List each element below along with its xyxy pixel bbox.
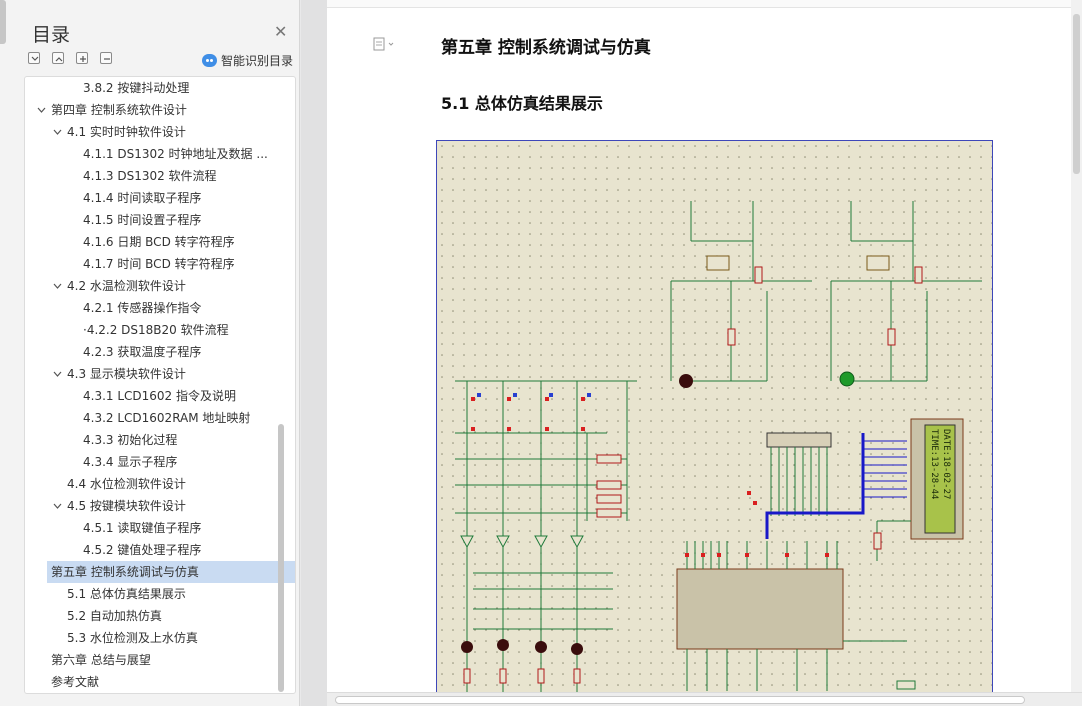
toc-item-label: 4.1.3 DS1302 软件流程 (83, 169, 217, 183)
toc-item-label: 5.3 水位检测及上水仿真 (67, 631, 198, 645)
toc-item-label: 4.3.3 初始化过程 (83, 433, 178, 447)
toc-item-label: 5.2 自动加热仿真 (67, 609, 162, 623)
toc-item[interactable]: 4.3.2 LCD1602RAM 地址映射 (25, 407, 277, 429)
toc-item[interactable]: 第四章 控制系统软件设计 (25, 99, 277, 121)
toc-item-label: 4.4 水位检测软件设计 (67, 477, 186, 491)
toc-item-label: 4.1.7 时间 BCD 转字符程序 (83, 257, 235, 271)
horizontal-scrollbar[interactable] (327, 692, 1082, 706)
toc-item[interactable]: 4.1.6 日期 BCD 转字符程序 (25, 231, 277, 253)
toc-list: 3.8.2 按键抖动处理第四章 控制系统软件设计 4.1 实时时钟软件设计 4.1.… (24, 76, 296, 694)
horizontal-scrollbar-thumb[interactable] (335, 696, 1025, 704)
toc-item-label: ·4.2.2 DS18B20 软件流程 (83, 323, 229, 337)
toc-item[interactable]: 第六章 总结与展望 (25, 649, 277, 671)
toc-item[interactable]: 4.1 实时时钟软件设计 (25, 121, 277, 143)
expand-level-button[interactable] (52, 52, 64, 64)
toc-item[interactable]: 4.3.3 初始化过程 (25, 429, 277, 451)
toc-item-label: 第六章 总结与展望 (51, 653, 151, 667)
toc-item-label: 4.1.5 时间设置子程序 (83, 213, 202, 227)
toc-item-label: 4.1.1 DS1302 时钟地址及数据 ... (83, 147, 268, 161)
toc-item[interactable]: 4.2 水温检测软件设计 (25, 275, 277, 297)
chevron-down-icon[interactable] (53, 370, 62, 379)
toc-item[interactable]: 4.1.5 时间设置子程序 (25, 209, 277, 231)
page-icon[interactable] (373, 36, 397, 55)
vertical-scrollbar[interactable] (1071, 0, 1082, 692)
toc-item[interactable]: 3.8.2 按键抖动处理 (25, 77, 277, 99)
toc-item[interactable]: 4.1.4 时间读取子程序 (25, 187, 277, 209)
chapter-heading: 第五章 控制系统调试与仿真 (441, 38, 651, 58)
toc-item[interactable]: 4.4 水位检测软件设计 (25, 473, 277, 495)
toc-item-label: 4.2 水温检测软件设计 (67, 279, 186, 293)
smart-toc-label: 智能识别目录 (221, 54, 294, 68)
expand-all-button[interactable] (76, 52, 88, 64)
chevron-down-icon[interactable] (37, 106, 46, 115)
toc-item-label: 4.3.1 LCD1602 指令及说明 (83, 389, 237, 403)
toc-item[interactable]: 4.1.3 DS1302 软件流程 (25, 165, 277, 187)
chevron-up-icon (55, 57, 63, 62)
collapse-all-button[interactable] (100, 52, 112, 64)
toc-item[interactable]: 5.1 总体仿真结果展示 (25, 583, 277, 605)
robot-icon (202, 54, 217, 67)
toc-item[interactable]: 4.5 按键模块软件设计 (25, 495, 277, 517)
toc-item[interactable]: 4.1.7 时间 BCD 转字符程序 (25, 253, 277, 275)
toc-item[interactable]: 4.3.4 显示子程序 (25, 451, 277, 473)
toc-item-label: 4.1.4 时间读取子程序 (83, 191, 202, 205)
smart-toc-button[interactable]: 智能识别目录 (202, 52, 293, 69)
toc-item-label: 4.5.2 键值处理子程序 (83, 543, 202, 557)
toc-item[interactable]: 4.1.1 DS1302 时钟地址及数据 ... (25, 143, 277, 165)
toc-item[interactable]: 第五章 控制系统调试与仿真 (47, 561, 295, 583)
vertical-scrollbar-thumb[interactable] (1073, 14, 1080, 174)
toc-item[interactable]: ·4.2.2 DS18B20 软件流程 (25, 319, 277, 341)
toc-item-label: 第四章 控制系统软件设计 (51, 103, 187, 117)
toc-item[interactable]: 4.5.1 读取键值子程序 (25, 517, 277, 539)
toc-item[interactable]: 5.3 水位检测及上水仿真 (25, 627, 277, 649)
collapse-level-button[interactable] (28, 52, 40, 64)
toc-title: 目录 (32, 24, 71, 46)
chevron-down-icon[interactable] (53, 282, 62, 291)
toc-item-label: 4.1 实时时钟软件设计 (67, 125, 186, 139)
schematic-image: TIME:13-28-44 DATE:18-02-27 (436, 140, 993, 696)
toc-item[interactable]: 4.2.1 传感器操作指令 (25, 297, 277, 319)
toc-item-label: 第五章 控制系统调试与仿真 (51, 565, 199, 579)
toc-item[interactable]: 5.2 自动加热仿真 (25, 605, 277, 627)
plus-square-icon (80, 56, 86, 62)
document-page-top (327, 0, 1071, 8)
toc-item-label: 4.3.4 显示子程序 (83, 455, 178, 469)
close-icon[interactable]: ✕ (274, 22, 288, 41)
lcd-line-1: TIME:13-28-44 (929, 429, 939, 499)
chevron-down-icon[interactable] (53, 128, 62, 137)
chevron-down-icon (31, 56, 39, 61)
section-heading: 5.1 总体仿真结果展示 (441, 94, 603, 113)
document-gutter (301, 0, 327, 706)
toc-item[interactable]: 4.3.1 LCD1602 指令及说明 (25, 385, 277, 407)
toc-panel-scrollbar[interactable] (0, 0, 6, 44)
toc-item-label: 参考文献 (51, 675, 100, 689)
minus-square-icon (104, 58, 110, 60)
toc-item[interactable]: 参考文献 (25, 671, 277, 693)
toc-item[interactable]: 4.2.3 获取温度子程序 (25, 341, 277, 363)
toc-item-label: 4.1.6 日期 BCD 转字符程序 (83, 235, 235, 249)
toc-item-label: 3.8.2 按键抖动处理 (83, 81, 190, 95)
toc-item-label: 4.2.3 获取温度子程序 (83, 345, 202, 359)
toc-panel: 目录 ✕ 智能识别目录 3.8.2 按键抖动处理第四章 控制系统软件设计 4.1 … (0, 0, 300, 706)
toc-item-label: 4.3.2 LCD1602RAM 地址映射 (83, 411, 251, 425)
toc-item[interactable]: 4.3 显示模块软件设计 (25, 363, 277, 385)
toc-item-label: 4.5 按键模块软件设计 (67, 499, 186, 513)
toc-list-scrollbar[interactable] (278, 424, 284, 692)
toc-item-label: 4.2.1 传感器操作指令 (83, 301, 202, 315)
circuit-schematic: TIME:13-28-44 DATE:18-02-27 (437, 141, 992, 695)
toc-item-label: 4.5.1 读取键值子程序 (83, 521, 202, 535)
toc-item-label: 4.3 显示模块软件设计 (67, 367, 186, 381)
toc-item[interactable]: 4.5.2 键值处理子程序 (25, 539, 277, 561)
toc-item-label: 5.1 总体仿真结果展示 (67, 587, 186, 601)
chevron-down-icon[interactable] (53, 502, 62, 511)
lcd-line-2: DATE:18-02-27 (941, 429, 951, 499)
